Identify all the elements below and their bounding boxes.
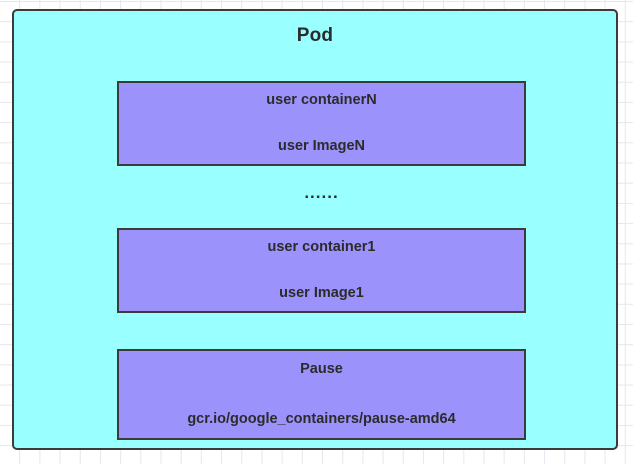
- container-name-label: Pause: [300, 361, 343, 378]
- pod-container-box[interactable]: Pod user containerN user ImageN ...... u…: [12, 9, 618, 450]
- container-image-label: user ImageN: [277, 137, 366, 154]
- pod-title: Pod: [296, 25, 334, 46]
- container-name-label: user container1: [267, 239, 376, 256]
- container-box-pause[interactable]: Pause gcr.io/google_containers/pause-amd…: [117, 349, 526, 440]
- ellipsis-label: ......: [304, 183, 339, 202]
- container-box-user-container1[interactable]: user container1 user Image1: [117, 228, 526, 313]
- container-name-label: user containerN: [266, 92, 377, 109]
- container-image-label: user Image1: [279, 284, 364, 301]
- container-image-label: gcr.io/google_containers/pause-amd64: [187, 410, 456, 427]
- container-box-user-containerN[interactable]: user containerN user ImageN: [117, 81, 526, 166]
